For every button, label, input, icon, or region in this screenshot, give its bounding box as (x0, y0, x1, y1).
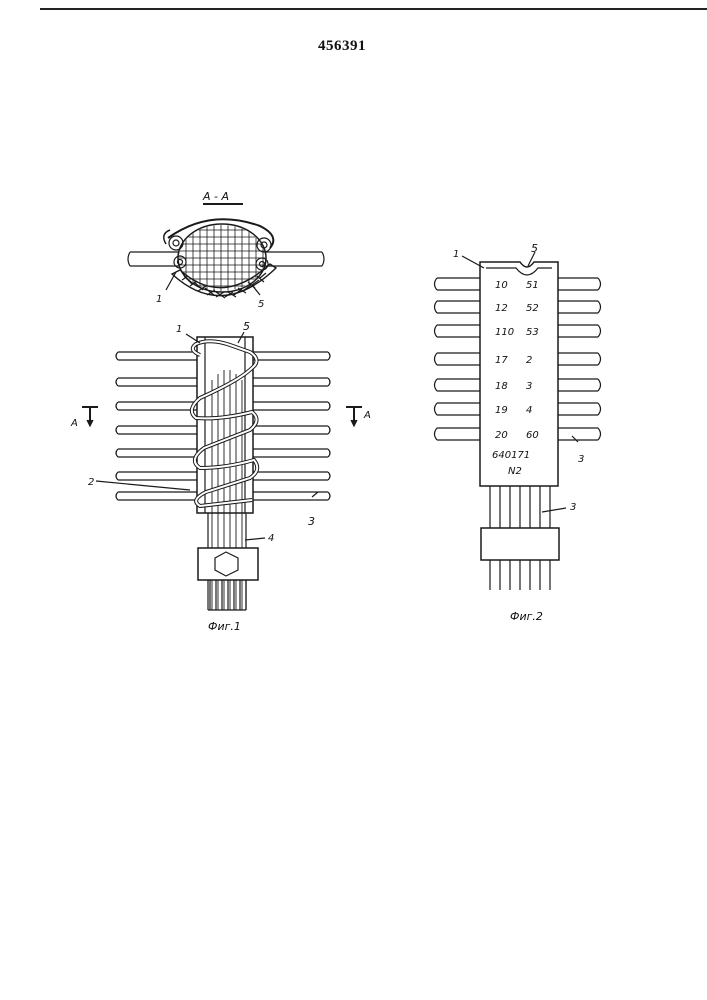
fig1-view: А А 1 5 2 3 4 Фиг.1 (70, 320, 371, 633)
fig1-label-5: 5 (243, 320, 250, 333)
section-label-5: 5 (258, 299, 264, 310)
fig2-terminal-number-left: 20 (495, 430, 508, 441)
fig1-label-1: 1 (176, 324, 182, 335)
fig2-terminal-number-right: 51 (526, 280, 539, 291)
fig2-terminal-number-left: 18 (495, 381, 508, 392)
fig2-label-1: 1 (453, 249, 459, 260)
fig2-terminal-number-right: 2 (526, 355, 532, 366)
fig1-caption: Фиг.1 (208, 620, 241, 633)
fig2-caption: Фиг.2 (510, 610, 543, 623)
fig2-terminal-number-left: 17 (495, 355, 508, 366)
fig1-label-3: 3 (308, 515, 315, 528)
fig2-terminal-number-left: 110 (495, 327, 514, 338)
section-marker-right: А (363, 410, 371, 421)
section-aa-title: А - А (202, 190, 229, 203)
fig2-terminal-number-right: 4 (526, 405, 532, 416)
fig2-terminal-number-right: 53 (526, 327, 539, 338)
fig2-terminal-number-right: 60 (526, 430, 539, 441)
fig2-label-5: 5 (531, 242, 538, 255)
section-marker-left: А (70, 418, 78, 429)
fig2-terminal-number-left: 19 (495, 405, 508, 416)
fig2-label-3-lower: 3 (570, 502, 576, 513)
fig2-label-3-upper: 3 (578, 454, 584, 465)
fig2-code-sub: N2 (508, 466, 522, 477)
section-aa-view: А - А 1 5 (128, 190, 324, 310)
fig2-left-rods (435, 278, 481, 440)
fig2-right-rods (558, 278, 601, 440)
fig1-label-2: 2 (88, 477, 94, 488)
fig2-terminal-number-left: 12 (495, 303, 508, 314)
fig1-right-rods (252, 352, 330, 500)
fig1-label-4: 4 (268, 533, 274, 544)
section-label-1: 1 (156, 294, 162, 305)
fig2-terminal-number-right: 52 (526, 303, 539, 314)
fig2-terminal-number-right: 3 (526, 381, 532, 392)
fig2-terminal-number-left: 10 (495, 280, 508, 291)
fig2-code: 640171 (492, 450, 530, 461)
fig2-view: 1 5 3 3 Фиг.2 10 51 12 52 110 53 17 2 18 3 19 4 20 60… (435, 242, 601, 623)
fig1-left-rods (116, 352, 200, 500)
